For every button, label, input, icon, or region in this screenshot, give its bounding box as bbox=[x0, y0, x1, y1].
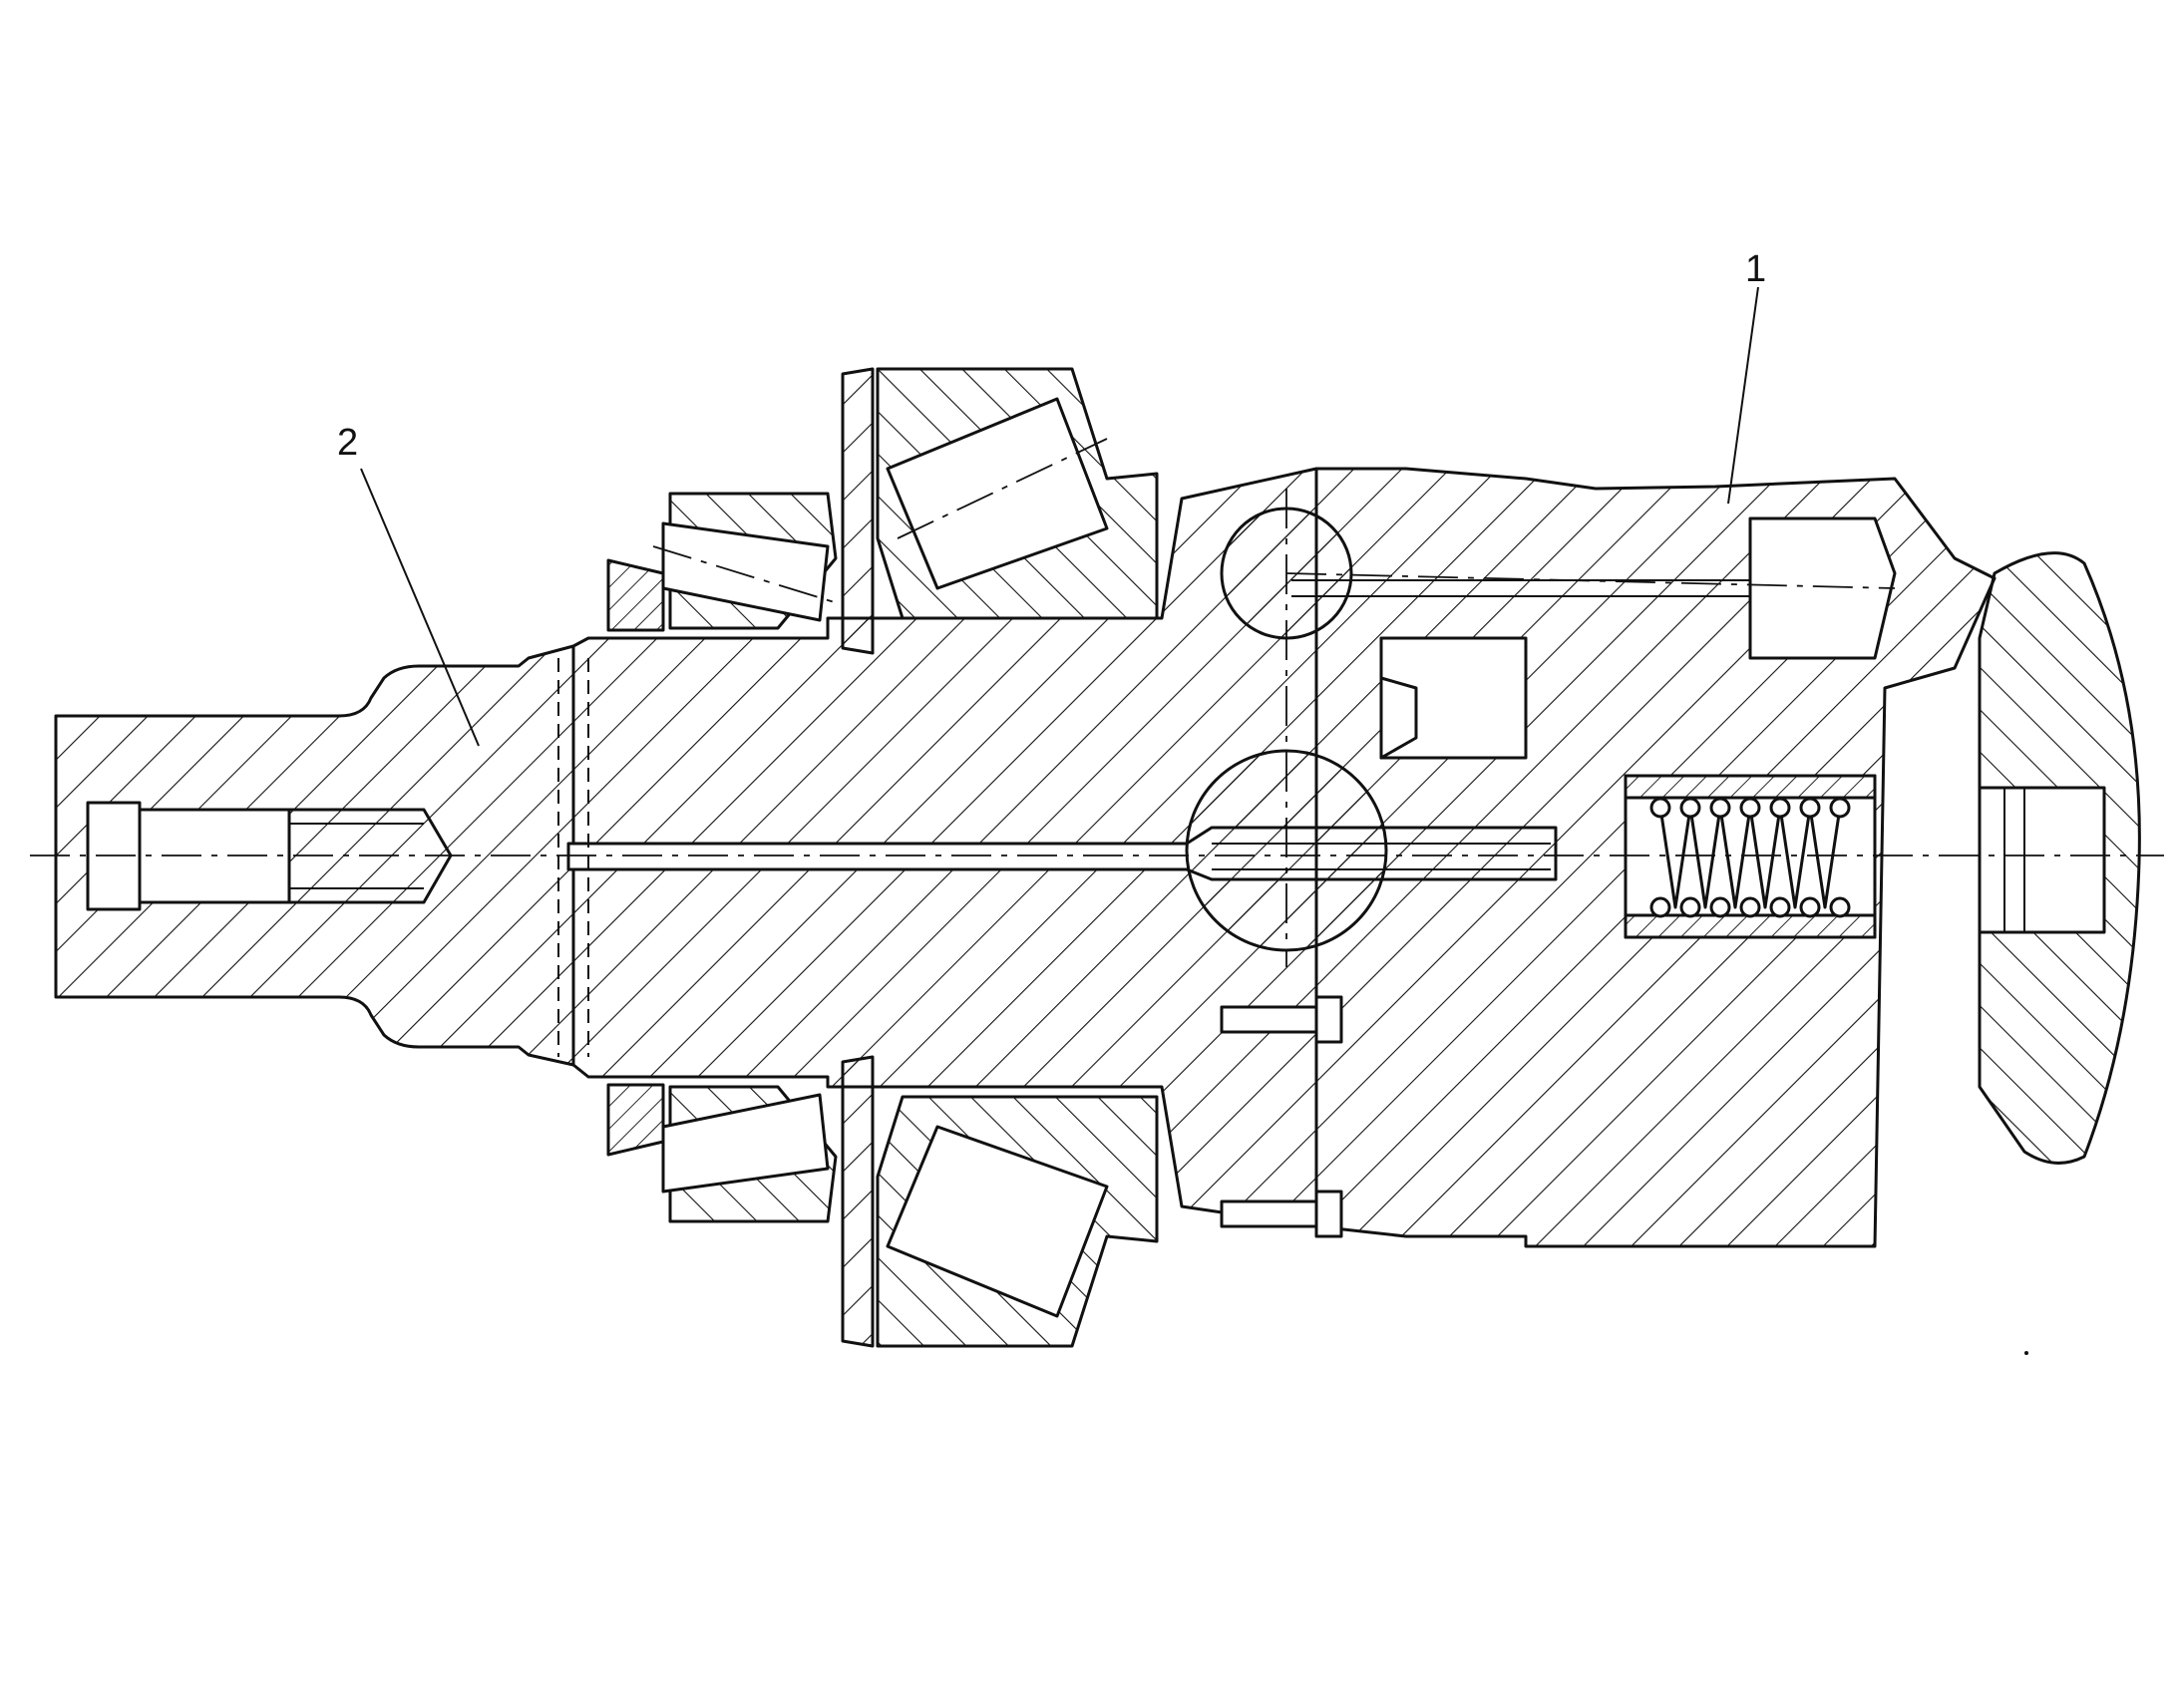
piston-spring bbox=[1649, 797, 1851, 918]
callout-2-label: 2 bbox=[337, 422, 358, 464]
mounting-flange bbox=[841, 367, 875, 1348]
callout-1-label: 1 bbox=[1745, 248, 1766, 290]
centre-lines bbox=[30, 438, 2164, 967]
stray-dot bbox=[2024, 1351, 2028, 1355]
main-bearing-upper bbox=[876, 367, 1159, 620]
main-bearing-lower bbox=[876, 1095, 1159, 1348]
front-bearing-lower bbox=[606, 1083, 838, 1223]
callout-1: 1 bbox=[1727, 248, 1766, 505]
port-plate bbox=[1978, 551, 2141, 1165]
front-bearing-upper bbox=[606, 492, 838, 632]
callout-2: 2 bbox=[337, 422, 480, 747]
lower-bolts bbox=[1220, 995, 1343, 1238]
